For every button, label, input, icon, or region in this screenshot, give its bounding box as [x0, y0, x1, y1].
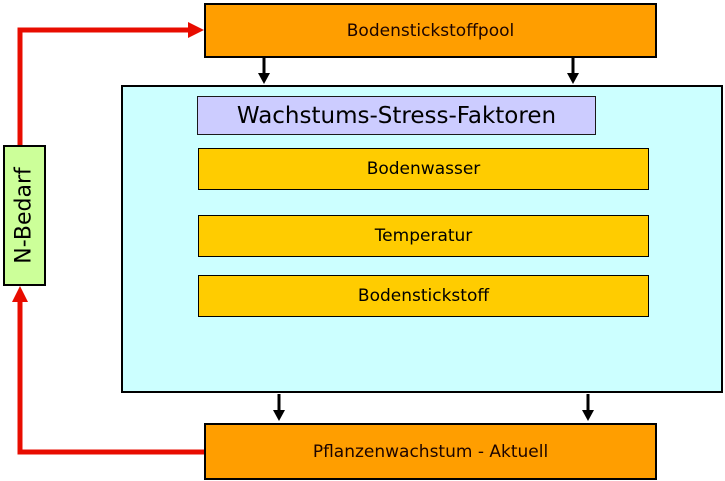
red-arrow-side-to-top-head-icon	[188, 22, 204, 38]
node-n-bedarf: N-Bedarf	[3, 145, 46, 286]
black-arrow-bottom-left-head-icon	[273, 410, 285, 421]
black-arrow-top-left-head-icon	[258, 73, 270, 84]
red-arrow-bottom-to-side-head-icon	[12, 286, 28, 302]
stress-factors-title: Wachstums-Stress-Faktoren	[197, 96, 596, 135]
node-bodenstickstoff-label: Bodenstickstoff	[357, 286, 490, 306]
node-pflanzenwachstum-aktuell-label: Pflanzenwachstum - Aktuell	[312, 441, 549, 462]
stress-factors-title-label: Wachstums-Stress-Faktoren	[236, 102, 557, 129]
black-arrow-top-right-head-icon	[567, 73, 579, 84]
black-arrow-bottom-right-head-icon	[582, 410, 594, 421]
node-bodenwasser-label: Bodenwasser	[366, 159, 481, 179]
node-n-bedarf-label: N-Bedarf	[12, 167, 38, 264]
node-temperatur: Temperatur	[198, 215, 649, 257]
node-bodenwasser: Bodenwasser	[198, 148, 649, 190]
node-bodenstickstoffpool: Bodenstickstoffpool	[204, 3, 657, 58]
node-temperatur-label: Temperatur	[374, 226, 473, 246]
node-bodenstickstoffpool-label: Bodenstickstoffpool	[346, 20, 515, 41]
node-bodenstickstoff: Bodenstickstoff	[198, 275, 649, 317]
node-pflanzenwachstum-aktuell: Pflanzenwachstum - Aktuell	[204, 423, 657, 480]
